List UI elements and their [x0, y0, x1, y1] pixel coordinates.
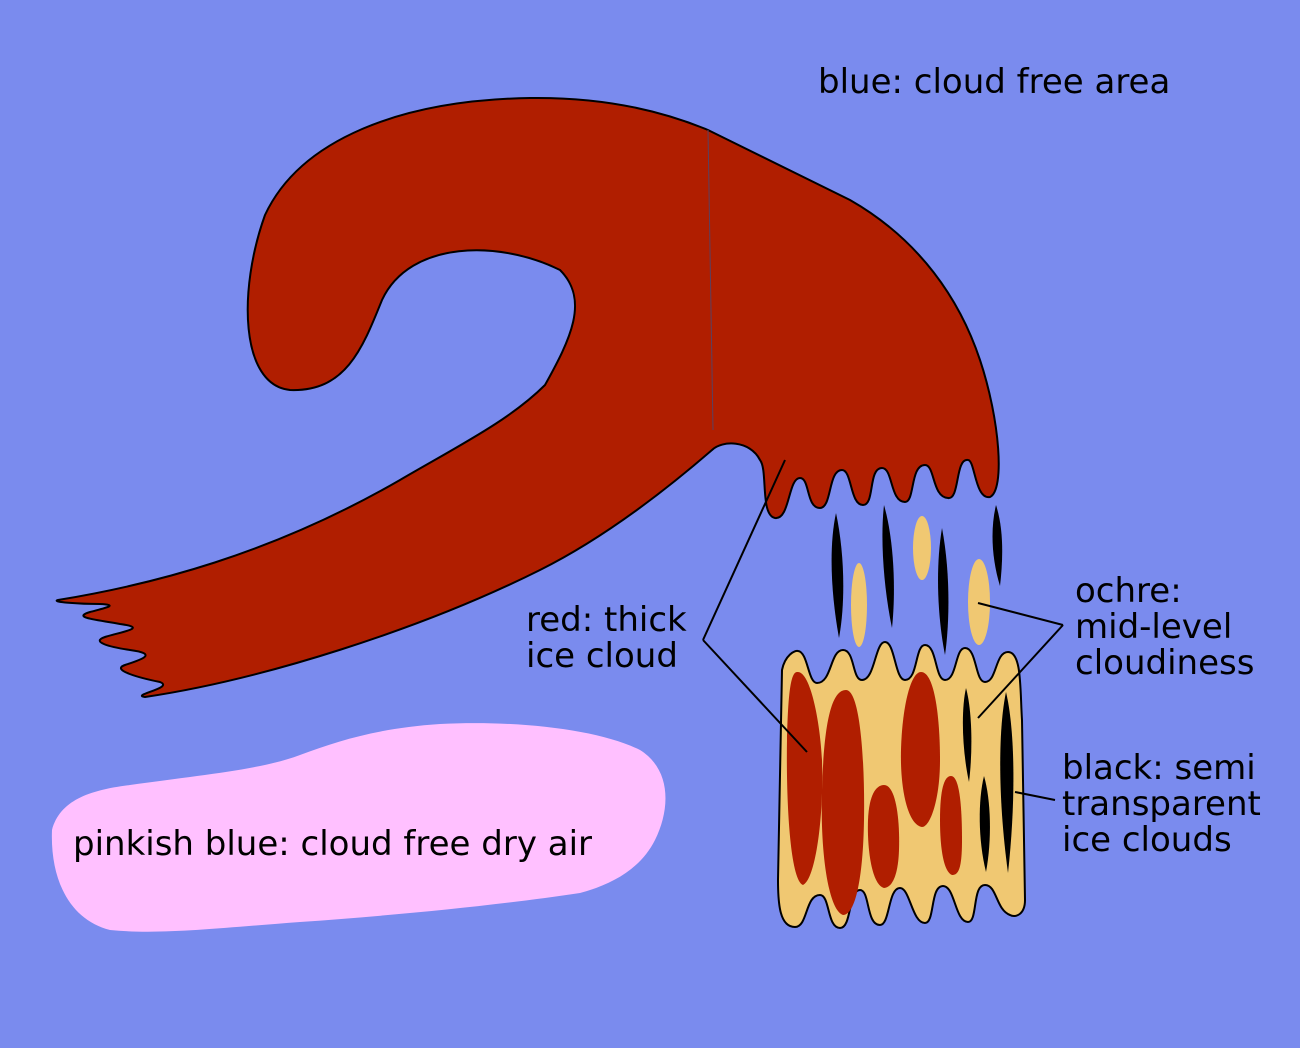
- block-inner: [786, 671, 1014, 915]
- red-leader-line: [702, 639, 808, 753]
- streaks: [831, 505, 1003, 655]
- mid-level-streak: [968, 559, 990, 645]
- mid-level-streak: [851, 563, 867, 647]
- thick-ice-patch: [940, 776, 962, 875]
- label-red-2: ice cloud: [526, 636, 678, 676]
- semi-transparent-patch: [1000, 692, 1014, 873]
- ochre-leader-line: [977, 624, 1064, 719]
- semi-transparent-streak: [992, 505, 1003, 586]
- red-leader-line: [702, 459, 786, 641]
- semi-transparent-patch: [979, 776, 990, 872]
- thick-ice-patch: [786, 671, 823, 885]
- label-ochre-1: ochre:: [1075, 571, 1182, 611]
- thick-ice-patch: [867, 785, 900, 888]
- semi-transparent-patch: [962, 688, 972, 782]
- semi-transparent-streak: [831, 513, 844, 638]
- semi-transparent-streak: [882, 505, 894, 628]
- label-pink: pinkish blue: cloud free dry air: [73, 824, 592, 864]
- ochre-leader-line: [977, 602, 1064, 626]
- label-black-2: transparent: [1062, 784, 1261, 824]
- dry-air-region: [51, 723, 666, 932]
- black-leader-line: [1014, 791, 1056, 801]
- label-black-1: black: semi: [1062, 748, 1256, 788]
- seam-line: [707, 129, 714, 431]
- thick-ice-cloud-comma: [55, 96, 1000, 699]
- leader-lines: [702, 459, 1064, 801]
- label-red-1: red: thick: [526, 600, 687, 640]
- label-blue: blue: cloud free area: [818, 62, 1170, 102]
- thick-ice-patch: [821, 690, 865, 915]
- label-black-3: ice clouds: [1062, 820, 1232, 860]
- thick-ice-patch: [900, 672, 940, 827]
- label-ochre-2: mid-level: [1075, 607, 1232, 647]
- mid-level-streak: [913, 516, 931, 580]
- semi-transparent-streak: [938, 528, 949, 655]
- label-ochre-3: cloudiness: [1075, 643, 1254, 683]
